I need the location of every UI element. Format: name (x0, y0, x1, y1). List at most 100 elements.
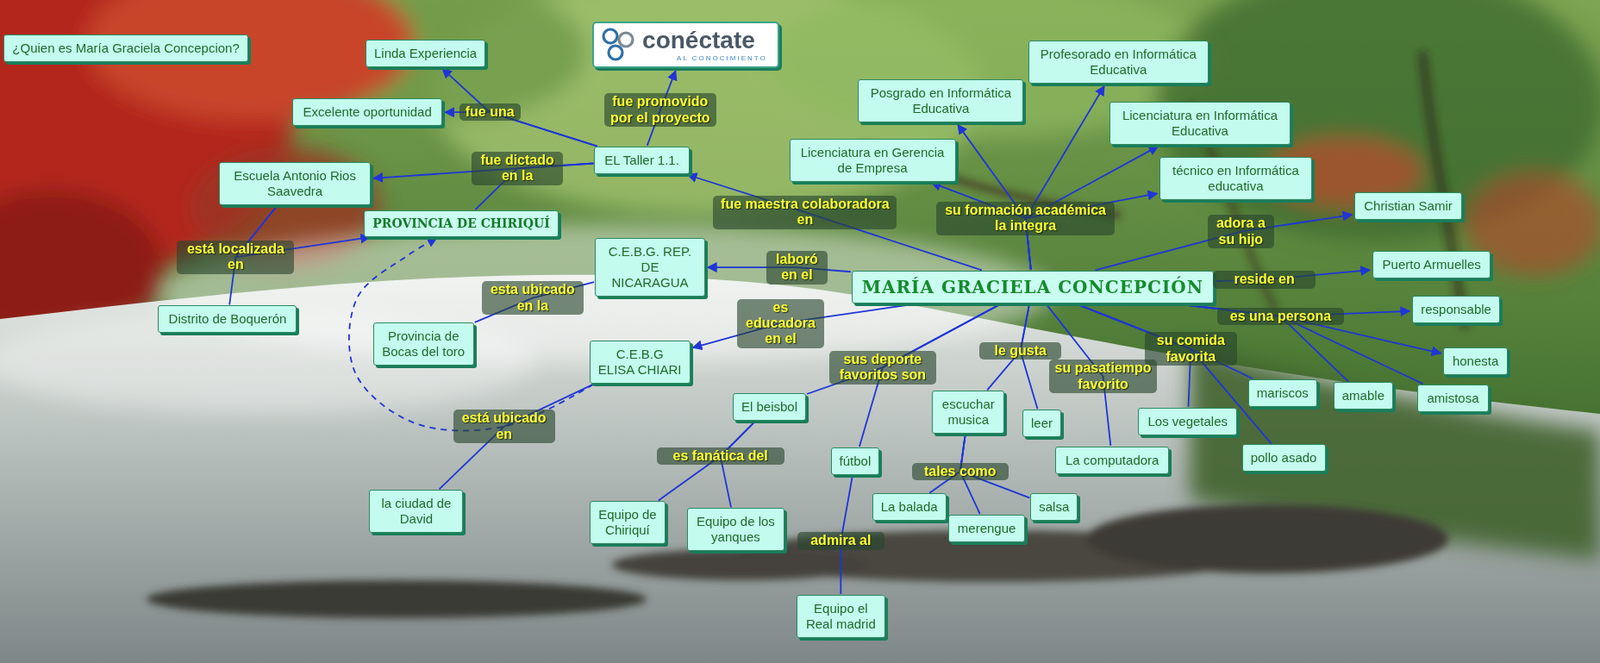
linking-phrase: es una persona (1217, 307, 1345, 325)
concept-box: amistosa (1417, 384, 1489, 413)
concept-text: La balada (880, 499, 939, 515)
concept-text: Excelente oportunidad (300, 104, 435, 120)
connector (442, 68, 598, 147)
linking-phrase: adora a su hijo (1207, 214, 1275, 249)
concept-text: Distrito de Boquerón (165, 311, 289, 327)
concept-box: Equipo de Chiriquí (589, 500, 666, 544)
concept-box: Posgrado en Informática Educativa (857, 79, 1024, 123)
connector (439, 384, 594, 490)
concept-text: Equipo de Chiriquí (597, 506, 658, 538)
concept-text: fútbol (838, 453, 873, 469)
concept-box: ¿Quien es María Graciela Concepcion? (3, 34, 249, 63)
logo-symbol (599, 25, 638, 64)
concept-box: Puerto Armuelles (1372, 250, 1491, 279)
concept-text: Equipo de los yanques (694, 513, 776, 545)
linking-phrase: admira al (797, 531, 885, 550)
concept-text: C.E.B.G ELISA CHIARI (597, 346, 683, 378)
rock (146, 580, 647, 619)
linking-phrase: es fanática del (656, 447, 785, 465)
concept-text: Los vegetales (1145, 413, 1230, 430)
concept-box: honesta (1443, 347, 1508, 375)
logo-wordmark: conéctate (642, 27, 769, 55)
linking-phrase: sus deporte favoritos son (829, 350, 937, 385)
concept-text: Puerto Armuelles (1380, 256, 1483, 273)
logo-ring (618, 32, 633, 47)
concept-text: salsa (1037, 499, 1070, 515)
concept-box: Escuela Antonio Rios Saavedra (218, 162, 371, 206)
concept-text: leer (1030, 415, 1054, 432)
concept-text: responsable (1419, 301, 1493, 318)
concept-box: La balada (872, 493, 947, 521)
concept-text: Linda Experiencia (373, 45, 478, 62)
connector (1095, 214, 1353, 270)
rock (1086, 504, 1449, 574)
concept-box: la ciudad de David (368, 489, 463, 533)
concept-box: C.E.B.G. REP. DE NICARAGUA (594, 237, 706, 297)
linking-phrase: fue maestra colaboradora en (712, 195, 897, 230)
concept-box: leer (1022, 409, 1062, 438)
concept-text: Equipo el Real madrid (804, 600, 878, 632)
concept-text: honesta (1450, 353, 1500, 369)
concept-box: Distrito de Boquerón (157, 305, 297, 333)
connector (1025, 86, 1105, 270)
concept-box: Licenciatura en Informática Educativa (1109, 101, 1291, 145)
concept-box: C.E.B.G ELISA CHIARI (589, 340, 691, 384)
concept-text: EL Taller 1.1. (601, 152, 682, 169)
concept-box: salsa (1030, 493, 1078, 521)
concept-box: La computadora (1055, 446, 1170, 475)
concept-box: Provincia de Bocas del toro (373, 322, 475, 366)
linking-phrase: su pasatiempo favorito (1049, 359, 1157, 394)
province-box: PROVINCIA DE CHIRIQUÍ (363, 210, 559, 238)
concept-text: Provincia de Bocas del toro (381, 328, 467, 360)
concept-box: escuchar musica (931, 390, 1005, 434)
logo-ring (603, 29, 618, 44)
concept-text: Christian Samir (1362, 198, 1454, 214)
concept-text: ¿Quien es María Graciela Concepcion? (11, 40, 241, 57)
concept-text: La computadora (1062, 452, 1163, 469)
concept-text: merengue (956, 520, 1018, 537)
concept-box: EL Taller 1.1. (593, 146, 689, 175)
concept-box: Equipo el Real madrid (796, 594, 886, 638)
concept-box: El beisbol (732, 393, 807, 421)
linking-phrase: su comida favorita (1144, 331, 1238, 366)
connector (349, 237, 594, 431)
connector (475, 281, 594, 323)
concept-box: técnico en Informática educativa (1159, 156, 1312, 200)
concept-box: pollo asado (1242, 443, 1326, 472)
concept-text: C.E.B.G. REP. DE NICARAGUA (602, 243, 698, 291)
rock (612, 549, 871, 581)
concept-text: mariscos (1256, 385, 1310, 401)
concept-text: Posgrado en Informática Educativa (865, 85, 1016, 117)
concept-box: Profesorado en Informática Educativa (1028, 40, 1210, 84)
concept-box: mariscos (1248, 379, 1318, 407)
linking-phrase: está localizada en (176, 240, 294, 275)
concept-box: Linda Experiencia (365, 39, 486, 68)
central-concept: MARÍA GRACIELA CONCEPCIÓN (851, 270, 1214, 304)
concept-text: pollo asado (1250, 450, 1319, 466)
concept-text: amable (1341, 387, 1386, 404)
concept-box: amable (1333, 381, 1394, 410)
linking-phrase: es educadora en el (737, 299, 825, 349)
linking-phrase: reside en (1212, 270, 1315, 288)
concept-text: Licenciatura en Gerencia de Empresa (797, 144, 949, 176)
concept-box: responsable (1412, 295, 1500, 324)
linking-phrase: fue una (459, 103, 521, 121)
concept-text: PROVINCIA DE CHIRIQUÍ (371, 216, 551, 232)
connector (806, 303, 1002, 394)
concept-text: amistosa (1425, 390, 1482, 407)
concept-box: fútbol (831, 447, 881, 475)
logo-box: conéctateAL CONOCIMIENTO (592, 21, 780, 69)
trunk (1422, 51, 1466, 328)
concept-text: MARÍA GRACIELA CONCEPCIÓN (861, 276, 1205, 298)
concept-box: Los vegetales (1137, 407, 1238, 436)
linking-phrase: esta ubicado en la (481, 281, 584, 315)
linking-phrase: tales como (912, 462, 1009, 481)
concept-text: Escuela Antonio Rios Saavedra (226, 168, 363, 200)
linking-phrase: le gusta (979, 342, 1062, 360)
logo-tagline: AL CONOCIMIENTO (642, 54, 769, 63)
linking-phrase: fue promovido por el proyecto (604, 93, 717, 127)
linking-phrase: laboró en el (766, 250, 828, 285)
connector (957, 125, 1032, 270)
